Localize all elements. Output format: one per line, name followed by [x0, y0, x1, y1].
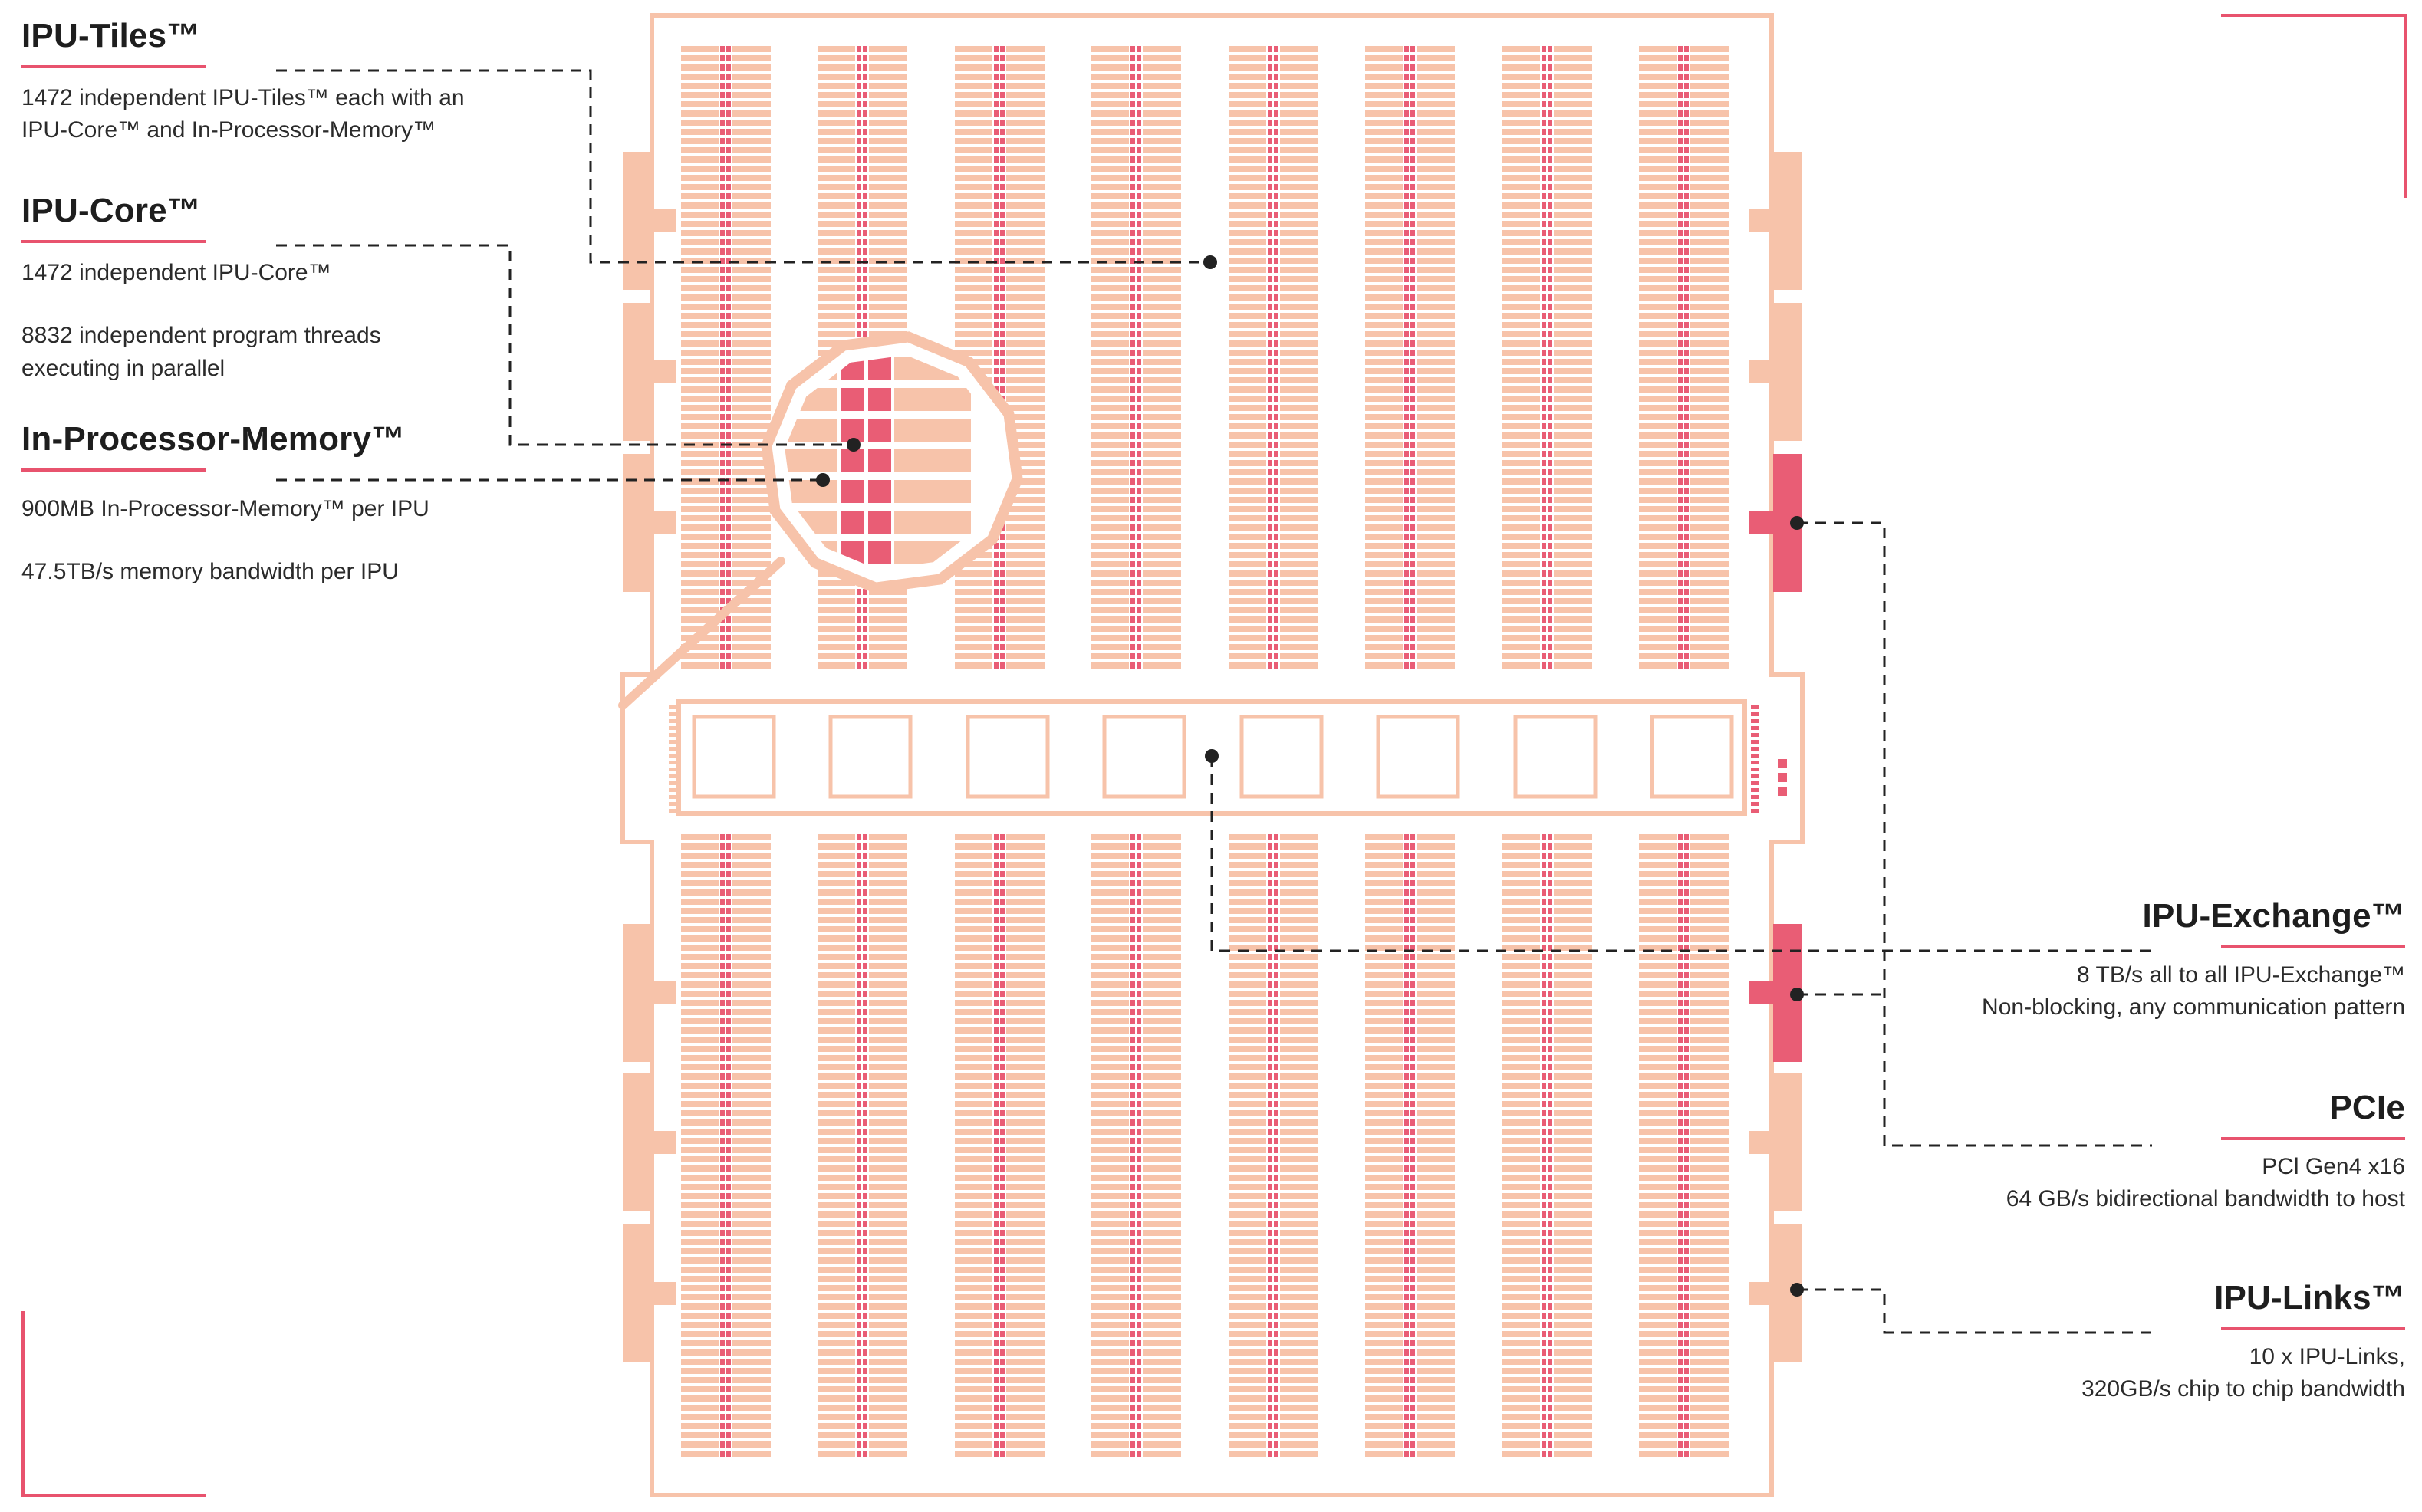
in-processor-memory-line-1: 900MB In-Processor-Memory™ per IPU — [21, 495, 429, 521]
tile-column-bottom-2 — [818, 834, 907, 1457]
label-ipu-links: IPU-Links™ 10 x IPU-Links, 320GB/s chip … — [2081, 1279, 2405, 1406]
dot-exchange-port — [1790, 988, 1804, 1001]
dot-ipu-exchange — [1205, 749, 1219, 763]
label-ipu-tiles: IPU-Tiles™ 1472 independent IPU-Tiles™ e… — [21, 17, 465, 147]
dot-pcie — [1790, 516, 1804, 530]
in-processor-memory-spacer — [21, 525, 429, 556]
leader-pcie — [1797, 521, 2152, 1147]
tile-column-top-4 — [1091, 46, 1181, 669]
dot-ipu-links — [1790, 1283, 1804, 1297]
right-io-port-5 — [1749, 1073, 1802, 1211]
ipu-core-line-4: executing in parallel — [21, 355, 225, 381]
side-io-ports — [623, 152, 1802, 1362]
exchange-node-6 — [1376, 715, 1460, 799]
ipu-exchange-line-1: 8 TB/s all to all IPU-Exchange™ — [2077, 961, 2405, 988]
tile-column-bottom-6 — [1365, 834, 1455, 1457]
tile-column-top-8 — [1639, 46, 1729, 669]
right-io-port-2 — [1749, 303, 1802, 441]
label-ipu-core: IPU-Core™ 1472 independent IPU-Core™ 883… — [21, 192, 381, 385]
ipu-core-body: 1472 independent IPU-Core™ 8832 independ… — [21, 257, 381, 386]
ipu-links-body: 10 x IPU-Links, 320GB/s chip to chip ban… — [2081, 1341, 2405, 1406]
ipu-tiles-body: 1472 independent IPU-Tiles™ each with an… — [21, 82, 465, 147]
ipu-core-title: IPU-Core™ — [21, 192, 202, 229]
dot-ipu-tiles — [1203, 255, 1217, 269]
tile-column-bottom-3 — [955, 834, 1045, 1457]
ipu-links-line-2: 320GB/s chip to chip bandwidth — [2081, 1376, 2405, 1402]
ipu-core-rule — [21, 239, 206, 243]
exchange-node-1 — [692, 715, 776, 799]
right-io-port-1 — [1749, 152, 1802, 290]
pcie-body: PCl Gen4 x16 64 GB/s bidirectional bandw… — [2006, 1151, 2405, 1216]
exchange-node-8 — [1650, 715, 1734, 799]
ipu-exchange-block — [669, 705, 1787, 813]
in-processor-memory-title: In-Processor-Memory™ — [21, 420, 406, 458]
left-io-port-5 — [623, 1073, 676, 1211]
leader-ipu-core — [276, 244, 854, 446]
dot-in-processor-memory — [816, 473, 830, 487]
ipu-exchange-rule — [2221, 945, 2405, 948]
exchange-node-5 — [1239, 715, 1324, 799]
leader-ipu-links — [1797, 1288, 2152, 1334]
tile-column-top-5 — [1229, 46, 1318, 669]
ipu-links-title: IPU-Links™ — [2214, 1279, 2405, 1316]
ipu-tiles-rule — [21, 64, 206, 68]
left-io-port-4 — [623, 924, 676, 1062]
ipu-core-spacer — [21, 289, 381, 320]
left-io-port-6 — [623, 1224, 676, 1362]
leader-ipu-exchange — [1210, 756, 2152, 952]
dot-ipu-core — [847, 438, 861, 452]
ipu-core-line-1: 1472 independent IPU-Core™ — [21, 259, 331, 285]
tile-column-bottom-8 — [1639, 834, 1729, 1457]
ipu-exchange-title: IPU-Exchange™ — [2142, 897, 2405, 935]
tile-magnifier — [618, 331, 1023, 710]
ipu-core-line-3: 8832 independent program threads — [21, 323, 381, 349]
ipu-tiles-line-1: 1472 independent IPU-Tiles™ each with an — [21, 84, 465, 110]
ipu-links-line-1: 10 x IPU-Links, — [2249, 1343, 2405, 1369]
pcie-title: PCIe — [2329, 1089, 2405, 1126]
label-in-processor-memory: In-Processor-Memory™ 900MB In-Processor-… — [21, 420, 429, 589]
corner-brackets — [21, 14, 2407, 1497]
leader-ipu-tiles — [276, 69, 1210, 264]
tile-column-top-1 — [681, 46, 771, 669]
in-processor-memory-rule — [21, 468, 206, 472]
tile-column-bottom-1 — [681, 834, 771, 1457]
leader-dots — [816, 255, 1804, 1297]
label-ipu-exchange: IPU-Exchange™ 8 TB/s all to all IPU-Exch… — [1982, 897, 2405, 1024]
in-processor-memory-body: 900MB In-Processor-Memory™ per IPU 47.5T… — [21, 493, 429, 589]
left-io-port-3 — [623, 454, 676, 592]
leader-lines — [276, 69, 2152, 1334]
exchange-node-2 — [828, 715, 913, 799]
left-io-port-2 — [623, 303, 676, 441]
tile-column-bottom-4 — [1091, 834, 1181, 1457]
exchange-node-7 — [1513, 715, 1598, 799]
tile-column-bottom-5 — [1229, 834, 1318, 1457]
left-io-port-1 — [623, 152, 676, 290]
label-pcie: PCIe PCl Gen4 x16 64 GB/s bidirectional … — [2006, 1089, 2405, 1216]
pcie-rule — [2221, 1136, 2405, 1140]
tile-column-top-7 — [1502, 46, 1592, 669]
ipu-exchange-line-2: Non-blocking, any communication pattern — [1982, 994, 2405, 1021]
pcie-line-1: PCl Gen4 x16 — [2262, 1153, 2405, 1179]
in-processor-memory-line-3: 47.5TB/s memory bandwidth per IPU — [21, 559, 399, 585]
ipu-tiles-line-2: IPU-Core™ and In-Processor-Memory™ — [21, 117, 436, 143]
ipu-tiles-title: IPU-Tiles™ — [21, 17, 201, 54]
ipu-exchange-body: 8 TB/s all to all IPU-Exchange™ Non-bloc… — [1982, 959, 2405, 1024]
tile-column-top-6 — [1365, 46, 1455, 669]
tile-column-bottom-7 — [1502, 834, 1592, 1457]
exchange-node-3 — [966, 715, 1050, 799]
ipu-links-rule — [2221, 1326, 2405, 1330]
pcie-line-2: 64 GB/s bidirectional bandwidth to host — [2006, 1186, 2405, 1212]
exchange-node-4 — [1102, 715, 1186, 799]
ipu-tile-grid — [681, 46, 1729, 1457]
